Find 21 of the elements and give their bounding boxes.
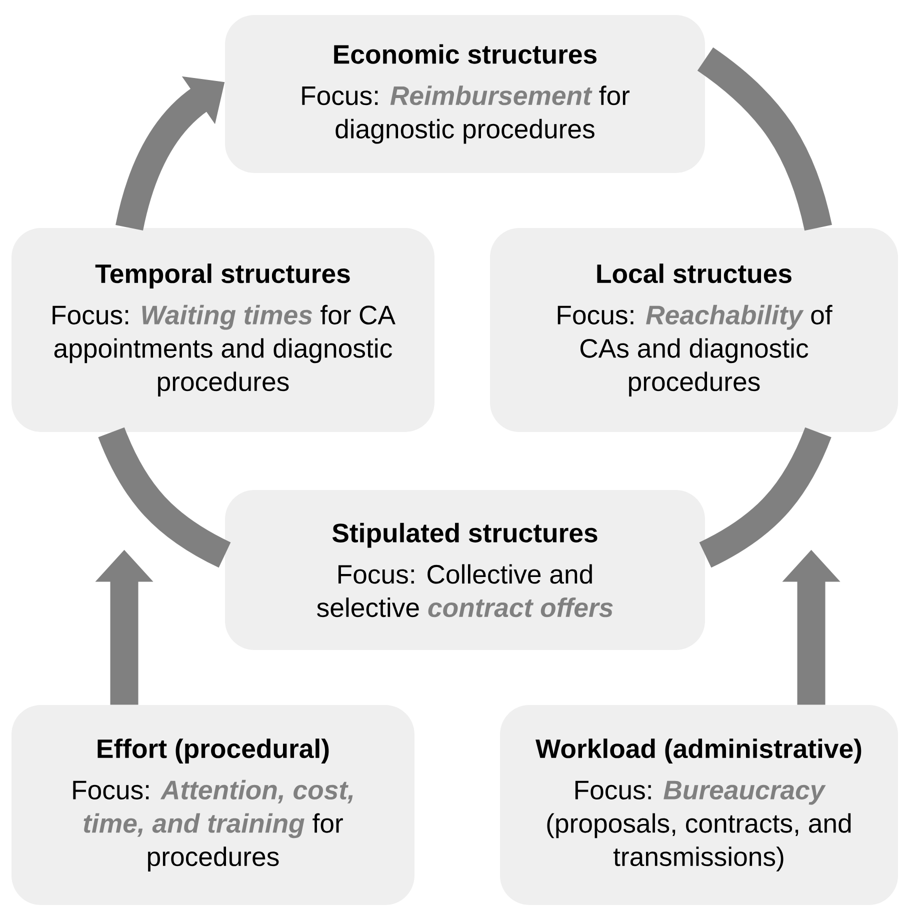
connector-arc xyxy=(697,48,832,231)
rounded-box xyxy=(225,490,705,650)
connector-arc xyxy=(699,427,832,568)
box-text: Focus: Bureaucracy (proposals, contracts, and transmissions) xyxy=(547,780,851,872)
box-title: Temporal structures xyxy=(95,264,350,288)
rounded-box xyxy=(490,228,898,432)
rounded-box xyxy=(225,15,705,173)
box-text: Focus: Collective and selective contract offers xyxy=(317,564,613,618)
box-title: Local structues xyxy=(597,264,792,284)
rounded-box xyxy=(500,705,898,905)
rounded-box xyxy=(12,705,414,905)
rounded-box xyxy=(12,228,434,432)
box-title: Economic structures xyxy=(334,44,596,64)
box-text: Focus: Reachability of CAs and diagnostic procedures xyxy=(558,304,832,396)
box-title: Effort (procedural) xyxy=(98,738,329,764)
box-text: Focus: Attention, cost, time, and training for procedures xyxy=(73,780,353,872)
box-text: Focus: Waiting times for CA appointments and diagnostic procedures xyxy=(52,304,396,396)
box-text: Focus: Reimbursement for diagnostic procedures xyxy=(302,86,630,144)
box-title: Workload (administrative) xyxy=(536,738,862,764)
connector-arc xyxy=(98,427,231,568)
box-title: Stipulated structures xyxy=(332,522,598,548)
